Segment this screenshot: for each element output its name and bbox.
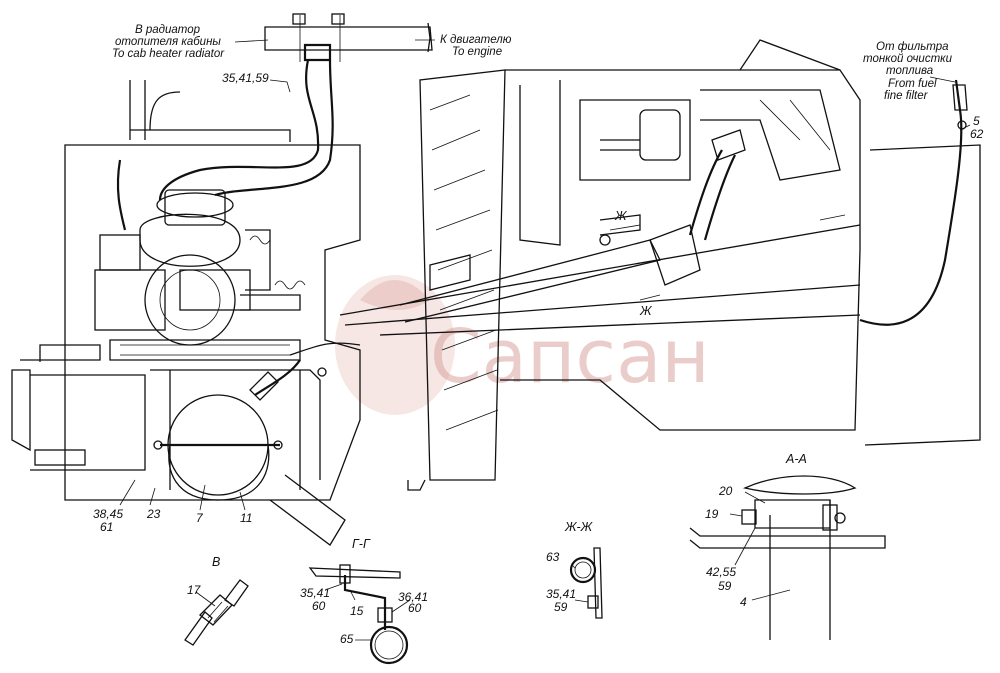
heater-label-ru-2: отопителя кабины bbox=[115, 36, 221, 48]
filter-label-en-1: From fuel bbox=[888, 78, 937, 90]
part-35-41-59-top: 35,41,59 bbox=[222, 71, 269, 85]
cab-structure bbox=[339, 39, 981, 491]
section-gg-title: Г-Г bbox=[352, 537, 371, 551]
part-7: 7 bbox=[196, 511, 204, 525]
leader-lines bbox=[119, 39, 971, 511]
part-36-41: 36,41 bbox=[398, 590, 428, 604]
pre-heater-assembly bbox=[64, 80, 361, 501]
part-38-45: 38,45 bbox=[93, 507, 123, 521]
section-aa-title: А-А bbox=[785, 452, 807, 466]
watermark: Сапсан bbox=[335, 275, 710, 415]
filter-label-ru-2: тонкой очистки bbox=[863, 53, 953, 65]
section-mark-zh-1: Ж bbox=[614, 209, 628, 223]
part-63: 63 bbox=[546, 550, 560, 564]
part-42-55: 42,55 bbox=[706, 565, 736, 579]
part-5: 5 bbox=[973, 114, 980, 128]
part-59-zh: 59 bbox=[554, 600, 568, 614]
view-v: В 17 bbox=[184, 555, 249, 646]
watermark-text: Сапсан bbox=[430, 314, 710, 400]
filter-label-ru-3: топлива bbox=[886, 65, 933, 77]
view-v-title: В bbox=[212, 555, 220, 569]
heater-label-ru-1: В радиатор bbox=[135, 24, 201, 36]
part-35-41-zh: 35,41 bbox=[546, 587, 576, 601]
section-zhzh: Ж-Ж 63 35,41 59 bbox=[546, 520, 603, 619]
part-17: 17 bbox=[187, 583, 202, 597]
fuel-line-right bbox=[859, 79, 968, 326]
part-65: 65 bbox=[340, 632, 354, 646]
part-60-gg-right: 60 bbox=[408, 601, 422, 615]
part-20: 20 bbox=[718, 484, 733, 498]
part-4: 4 bbox=[740, 595, 747, 609]
part-15: 15 bbox=[350, 604, 364, 618]
part-11: 11 bbox=[240, 511, 252, 525]
top-coolant-pipe bbox=[158, 13, 433, 201]
part-23: 23 bbox=[146, 507, 161, 521]
section-aa: А-А 20 19 42,55 59 4 bbox=[689, 452, 886, 640]
engine-label-en: To engine bbox=[452, 46, 502, 58]
part-60-gg-left: 60 bbox=[312, 599, 326, 613]
heater-label-en: To cab heater radiator bbox=[112, 48, 225, 60]
fuel-tank-clamp bbox=[153, 342, 361, 546]
left-bracket bbox=[11, 344, 321, 490]
filter-label-ru-1: От фильтра bbox=[876, 41, 949, 53]
filter-label-en-2: fine filter bbox=[884, 90, 929, 102]
section-mark-zh-2: Ж bbox=[639, 304, 653, 318]
section-zhzh-title: Ж-Ж bbox=[564, 520, 594, 534]
section-gg: Г-Г 35,41 60 15 36,41 60 65 bbox=[300, 537, 428, 665]
part-59-aa: 59 bbox=[718, 579, 732, 593]
part-62: 62 bbox=[970, 127, 984, 141]
part-35-41-gg: 35,41 bbox=[300, 586, 330, 600]
engine-label-ru: К двигателю bbox=[440, 34, 512, 46]
part-61: 61 bbox=[100, 520, 113, 534]
part-19: 19 bbox=[705, 507, 719, 521]
